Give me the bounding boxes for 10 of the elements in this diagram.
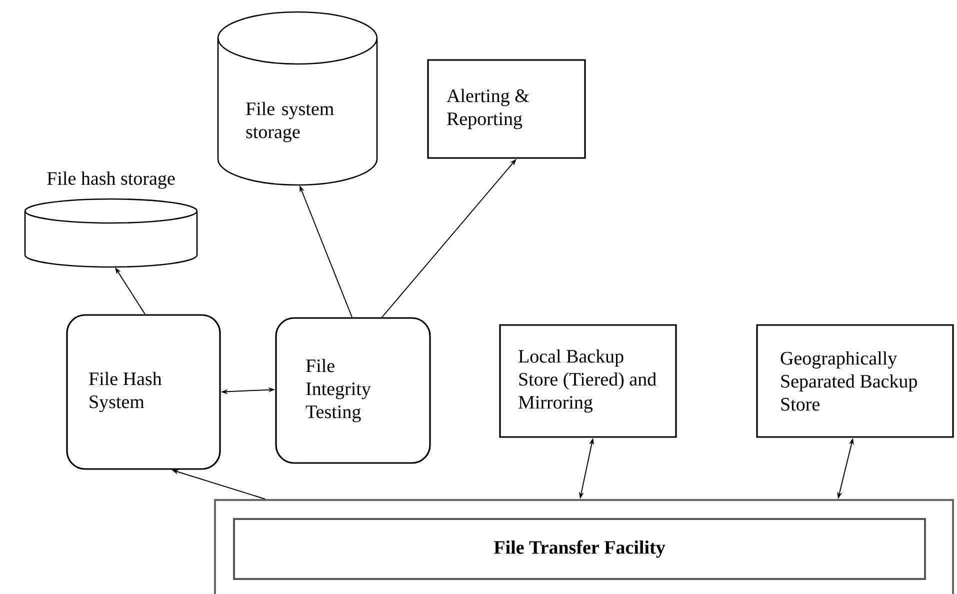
process-box: File Hash System xyxy=(66,314,221,470)
process-box: Alerting & Reporting xyxy=(427,59,586,159)
facility-frame xyxy=(214,499,954,594)
process-box: File Integrity Testing xyxy=(275,317,431,464)
storage-cylinder: File hash storage xyxy=(24,172,198,268)
process-box: Local Backup Store (Tiered) and Mirroring xyxy=(499,324,677,438)
process-box: Geographically Separated Backup Store xyxy=(756,324,954,438)
node-label: File hash storage xyxy=(47,172,175,189)
storage-cylinder: File system storage xyxy=(217,11,378,186)
process-box: File Transfer Facility xyxy=(233,518,926,580)
